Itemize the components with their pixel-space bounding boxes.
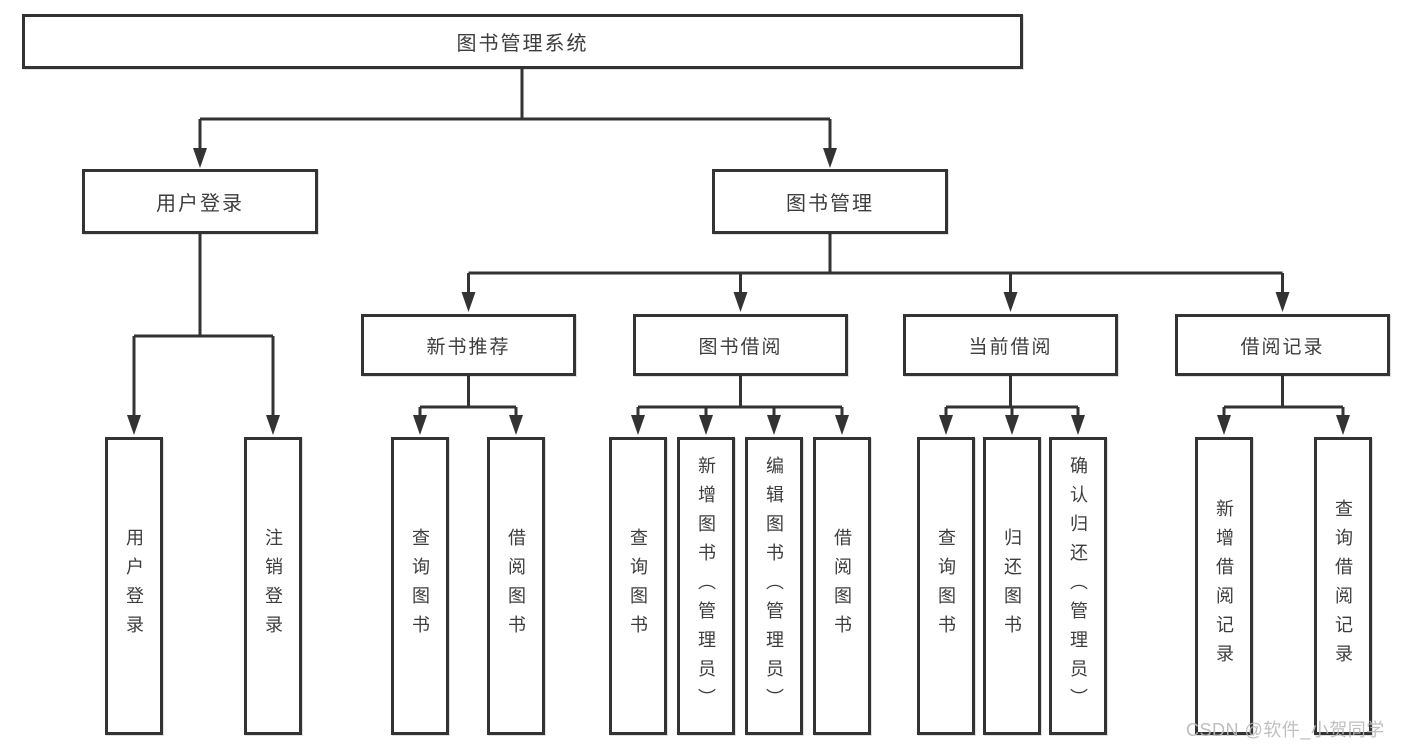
arrowheads-level3	[461, 292, 1290, 312]
node-label: 图书管理系统	[456, 33, 589, 55]
connector-currentborrow-to-leaves	[944, 376, 1080, 417]
node-book-management: 图书管理	[712, 169, 948, 234]
node-user-login: 用户登录	[82, 169, 318, 234]
node-label: 当前借阅	[968, 336, 1053, 358]
arrowheads-level4	[127, 415, 1350, 435]
connector-bookborrow-to-leaves	[636, 376, 844, 417]
arrowheads-level2	[193, 148, 837, 168]
leaf-query-books-recommend: 查询图书	[391, 437, 449, 735]
node-label: 新增图书（管理员）	[696, 455, 716, 717]
node-label: 确认归还（管理员）	[1068, 455, 1088, 717]
node-label: 新增借阅记录	[1214, 499, 1234, 673]
connector-borrowrecord-to-leaves	[1222, 376, 1345, 417]
leaf-confirm-return-admin: 确认归还（管理员）	[1049, 437, 1107, 735]
leaf-query-books-current: 查询图书	[917, 437, 975, 735]
leaf-add-borrow-record: 新增借阅记录	[1195, 437, 1253, 735]
connector-newbook-to-leaves	[418, 376, 518, 417]
node-current-borrow: 当前借阅	[903, 314, 1118, 376]
connector-userlogin-to-leaves	[132, 234, 275, 417]
leaf-borrow-books: 借阅图书	[813, 437, 871, 735]
leaf-query-books-borrow: 查询图书	[609, 437, 667, 735]
node-label: 编辑图书（管理员）	[764, 455, 784, 717]
leaf-logout: 注销登录	[244, 437, 302, 735]
node-label: 归还图书	[1002, 528, 1022, 644]
node-label: 查询图书	[936, 528, 956, 644]
node-new-book-recommend: 新书推荐	[361, 314, 576, 376]
node-borrow-records: 借阅记录	[1175, 314, 1390, 376]
node-label: 用户登录	[124, 528, 144, 644]
leaf-edit-book-admin: 编辑图书（管理员）	[745, 437, 803, 735]
node-label: 新书推荐	[426, 336, 511, 358]
leaf-add-book-admin: 新增图书（管理员）	[677, 437, 735, 735]
node-label: 图书管理	[786, 193, 874, 215]
node-root: 图书管理系统	[22, 14, 1023, 69]
node-label: 借阅图书	[832, 528, 852, 644]
node-label: 用户登录	[156, 193, 244, 215]
csdn-watermark: CSDN @软件_小贺同学	[1186, 720, 1385, 740]
leaf-user-login: 用户登录	[105, 437, 163, 735]
leaf-borrow-books-recommend: 借阅图书	[487, 437, 545, 735]
node-label: 查询借阅记录	[1333, 499, 1353, 673]
node-label: 查询图书	[628, 528, 648, 644]
leaf-query-borrow-record: 查询借阅记录	[1314, 437, 1372, 735]
connector-root-to-level2	[198, 69, 832, 150]
connector-bookmgmt-to-level3	[467, 234, 1284, 294]
node-label: 图书借阅	[698, 336, 783, 358]
node-label: 借阅记录	[1240, 336, 1325, 358]
node-label: 注销登录	[263, 528, 283, 644]
node-label: 查询图书	[410, 528, 430, 644]
leaf-return-books: 归还图书	[983, 437, 1041, 735]
node-book-borrow: 图书借阅	[633, 314, 848, 376]
node-label: 借阅图书	[506, 528, 526, 644]
